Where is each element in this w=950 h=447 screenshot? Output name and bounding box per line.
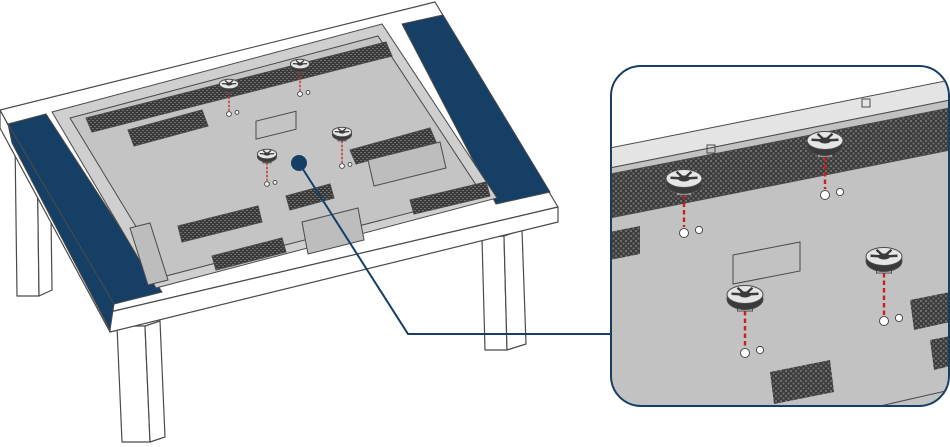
standoff-inset-2-spoke <box>824 132 834 142</box>
standoff-main-1-hole2 <box>234 109 240 115</box>
standoff-inset-3-spoke <box>883 248 893 258</box>
standoff-main-2-spoke <box>299 59 305 65</box>
standoff-inset-2-spoke <box>811 138 826 142</box>
standoff-inset-3-hole <box>879 316 889 326</box>
standoff-main-1-spoke <box>228 79 234 85</box>
inset-frame <box>610 65 950 407</box>
standoff-inset-4 <box>726 285 765 358</box>
inset-hook-right <box>861 98 871 108</box>
standoff-inset-4-spoke <box>731 292 746 296</box>
cloth-left-drape <box>7 123 115 332</box>
standoff-main-3-spoke <box>266 149 272 155</box>
connector-panel <box>129 222 169 286</box>
standoff-inset-1-spoke <box>670 176 685 180</box>
standoff-main-1-hole <box>226 111 232 117</box>
vent-mid-right <box>349 127 437 165</box>
standoff-main-3-spoke <box>262 149 268 155</box>
standoff-main-2 <box>289 58 311 97</box>
inset-vent-right <box>910 292 949 330</box>
standoff-main-4-hole <box>339 163 345 169</box>
standoff-inset-1-spoke <box>683 176 698 180</box>
standoff-inset-2-hole2 <box>835 187 845 197</box>
inset-bottom-edge <box>879 389 949 406</box>
standoff-main-3 <box>256 148 278 187</box>
inset-hook-left <box>706 144 716 154</box>
standoff-inset-3-hole2 <box>894 313 904 323</box>
standoff-main-2-hole2 <box>305 89 311 95</box>
inset-vent-lower <box>770 360 834 404</box>
standoff-main-4-spoke <box>337 127 343 133</box>
inset-vent-right2 <box>930 336 949 370</box>
standoff-inset-1-hole2 <box>694 225 704 235</box>
protective-cloth <box>7 14 551 332</box>
standoff-main-2-hole <box>297 91 303 97</box>
standoff-main-3-hole2 <box>272 179 278 185</box>
standoff-inset-1-spoke <box>683 170 693 180</box>
standoff-inset-2-spoke <box>824 138 839 142</box>
standoff-main-4-hole2 <box>347 161 353 167</box>
standoff-inset-1-hole <box>679 228 689 238</box>
cloth-right <box>401 14 551 205</box>
standoff-inset-2 <box>806 131 845 200</box>
standoff-inset-4-spoke <box>744 292 759 296</box>
inset-label-plate <box>732 241 801 285</box>
vent-right-bottom <box>409 181 491 215</box>
standoffs-inset <box>665 131 904 358</box>
standoff-inset-3-spoke <box>875 248 885 258</box>
standoff-main-4 <box>331 126 353 169</box>
standoff-inset-4-spoke <box>736 286 746 296</box>
vent-lower-left <box>177 205 263 243</box>
standoff-inset-3-spoke <box>870 254 885 258</box>
standoff-inset-2-spoke <box>816 132 826 142</box>
standoff-inset-4-hole2 <box>755 345 765 355</box>
standoff-main-2-spoke <box>295 59 301 65</box>
standoff-inset-4-spoke <box>744 286 754 296</box>
inset-zoom <box>610 65 950 407</box>
standoff-main-3-hole <box>264 181 270 187</box>
standoff-inset-2-hole <box>820 190 830 200</box>
vent-bottom <box>211 237 287 271</box>
standoffs-main <box>218 58 353 187</box>
standoff-inset-1 <box>665 169 704 238</box>
standoff-main-4-spoke <box>341 127 347 133</box>
label-plate <box>255 110 297 140</box>
vent-left <box>127 109 209 147</box>
callout-leader <box>298 162 612 335</box>
inset-vent-left <box>611 226 640 260</box>
standoff-inset-1-spoke <box>675 170 685 180</box>
standoff-inset-3 <box>865 247 904 326</box>
standoff-inset-4-hole <box>740 348 750 358</box>
standoff-main-1 <box>218 78 240 117</box>
standoff-main-1-spoke <box>224 79 230 85</box>
callout <box>291 155 612 335</box>
io-bay <box>367 141 447 187</box>
standoff-inset-3-spoke <box>883 254 898 258</box>
